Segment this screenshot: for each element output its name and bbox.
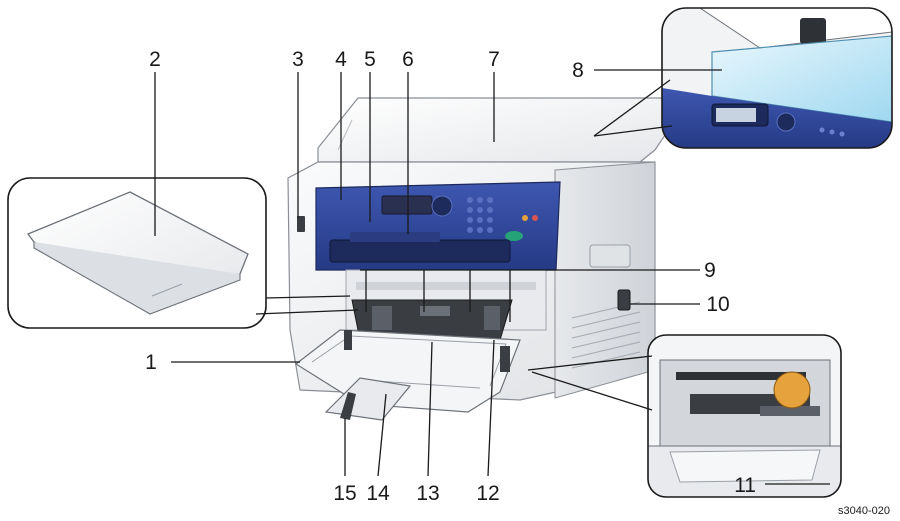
callout-15: 15 bbox=[333, 482, 356, 505]
inset-dust-cover bbox=[7, 177, 359, 329]
figure-id: s3040-020 bbox=[838, 505, 890, 517]
keypad bbox=[467, 197, 493, 233]
lcd-display bbox=[381, 195, 433, 215]
leader-lines bbox=[154, 69, 830, 485]
document-cover bbox=[317, 97, 692, 163]
callout-10: 10 bbox=[706, 293, 729, 316]
output-tray-slot bbox=[329, 239, 511, 263]
callout-6: 6 bbox=[402, 48, 414, 71]
start-button bbox=[505, 231, 523, 241]
callout-9: 9 bbox=[704, 259, 716, 282]
printer-illustration bbox=[287, 97, 692, 421]
callout-11: 11 bbox=[734, 474, 756, 497]
power-switch bbox=[617, 289, 631, 311]
scanner-lid-open bbox=[698, 8, 892, 49]
nav-dial bbox=[431, 195, 453, 217]
paper-stopper bbox=[340, 392, 356, 420]
inset-document-glass bbox=[593, 7, 893, 149]
callout-14: 14 bbox=[366, 482, 390, 505]
callout-1: 1 bbox=[145, 351, 157, 374]
callout-8: 8 bbox=[572, 59, 584, 82]
callout-5: 5 bbox=[364, 48, 376, 71]
callout-3: 3 bbox=[292, 48, 304, 71]
toner-cartridge-lever bbox=[773, 371, 811, 409]
inset-front-cover bbox=[527, 334, 842, 498]
callout-7: 7 bbox=[488, 48, 500, 71]
front-usb-port bbox=[297, 216, 305, 232]
main-paper-tray bbox=[294, 329, 521, 413]
right-side-panel bbox=[554, 161, 656, 399]
callout-labels: 1 2 3 4 5 6 7 8 9 10 11 12 13 14 15 s304… bbox=[145, 48, 890, 517]
callout-4: 4 bbox=[335, 48, 347, 71]
callout-12: 12 bbox=[476, 482, 499, 505]
callout-2: 2 bbox=[149, 48, 161, 71]
callout-13: 13 bbox=[416, 482, 439, 505]
document-glass bbox=[711, 35, 892, 123]
